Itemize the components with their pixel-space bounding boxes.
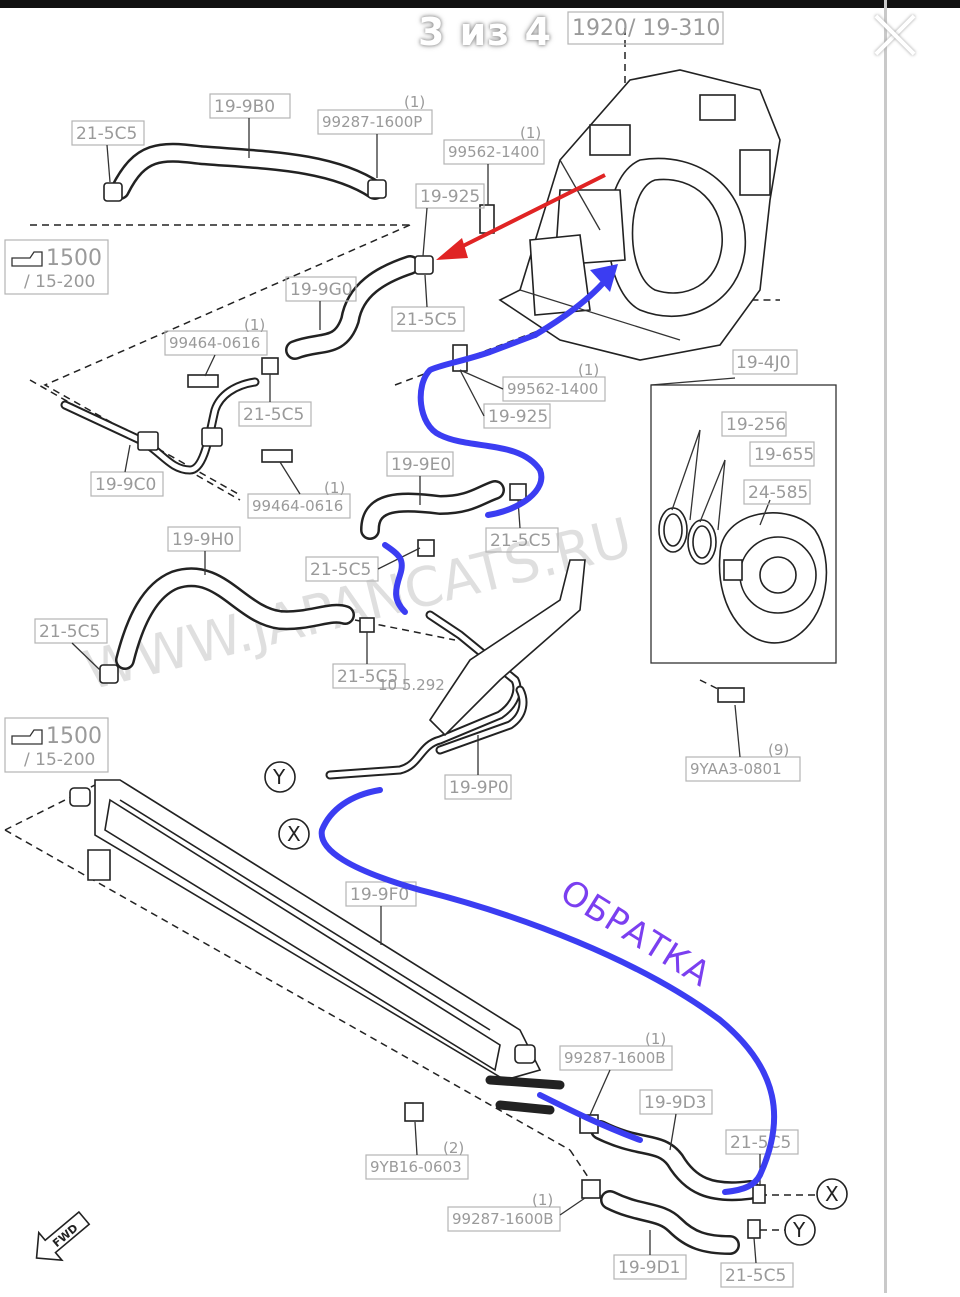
label-qty: (1) <box>532 1191 553 1209</box>
close-x-icon[interactable] <box>866 6 924 64</box>
marker-x: X <box>287 822 301 846</box>
label-nut: 9YB16-0603 <box>370 1158 462 1176</box>
label-clamp: 21-5C5 <box>310 560 371 580</box>
hose-19-9h0 <box>99 567 355 684</box>
label-hose-9e0: 19-9E0 <box>391 455 451 475</box>
label-bolt: 9YAA3-0801 <box>690 760 782 778</box>
label-qty: (1) <box>404 93 425 111</box>
page-edge <box>884 0 887 1293</box>
label-hose-9b0: 19-9B0 <box>214 97 275 117</box>
label-bolt: 99287-1600B <box>564 1049 666 1067</box>
label-seal-655: 19-655 <box>754 445 814 465</box>
label-clamp: 21-5C5 <box>490 531 551 551</box>
label-hose-9g0: 19-9G0 <box>290 280 353 300</box>
pipe-bundle-19-9p0 <box>325 559 586 780</box>
hose-19-9d1 <box>600 1190 740 1255</box>
marker-x-circle <box>816 1178 848 1210</box>
return-line <box>318 264 778 1195</box>
label-ref-sub: / 15-200 <box>24 272 95 292</box>
label-filter-4j0: 19-4J0 <box>736 353 790 373</box>
label-cooler-9f0: 19-9F0 <box>350 885 409 905</box>
label-qty: (1) <box>244 316 265 334</box>
label-qty: (1) <box>578 361 599 379</box>
label-qty: (2) <box>443 1139 464 1157</box>
label-pipe-9c0: 19-9C0 <box>95 475 156 495</box>
label-hose-9d3: 19-9D3 <box>644 1093 707 1113</box>
hose-19-9b0 <box>103 142 387 202</box>
label-hose-9h0: 19-9H0 <box>172 530 234 550</box>
label-qty: (9) <box>768 741 789 759</box>
label-pipe-9p0: 19-9P0 <box>449 778 509 798</box>
marker-y-circle <box>784 1214 816 1246</box>
marker-y-circle <box>264 761 296 793</box>
filter-detail-box <box>650 377 837 664</box>
label-bolt: 99562-1400 <box>448 143 539 161</box>
hose-19-9e0 <box>360 480 505 540</box>
label-clamp: 21-5C5 <box>396 310 457 330</box>
label-hose-9d1: 19-9D1 <box>618 1258 681 1278</box>
label-qty: (1) <box>520 124 541 142</box>
label-top-ref: 1920/ 19-310 <box>572 16 720 41</box>
part-labels: 1920/ 19-310 19-9B0 21-5C5 99287-1600P (… <box>24 16 814 1286</box>
connection-markers: Y X X Y <box>264 761 848 1246</box>
label-ref-1500: 1500 <box>46 724 102 749</box>
label-bolt: 99464-0616 <box>252 497 343 515</box>
hose-19-9d3 <box>590 1120 760 1202</box>
marker-y: Y <box>792 1218 806 1242</box>
pipe-19-9c0 <box>60 377 260 475</box>
label-bolt: 99287-1600P <box>322 113 422 131</box>
label-ref-1500: 1500 <box>46 246 102 271</box>
label-bolt: 99562-1400 <box>507 380 598 398</box>
label-pipe-925: 19-925 <box>420 187 480 207</box>
label-clamp: 21-5C5 <box>76 124 137 144</box>
transmission-housing <box>498 69 781 361</box>
boundary-line <box>43 224 411 496</box>
image-counter: 3 из 4 <box>418 10 553 54</box>
marker-x-circle <box>278 818 310 850</box>
label-qty: (1) <box>324 479 345 497</box>
reference-hand-icon <box>11 251 43 745</box>
fasteners <box>187 204 766 1239</box>
marker-y: Y <box>272 765 286 789</box>
label-qty: (1) <box>645 1030 666 1048</box>
label-clamp: 21-5C5 <box>243 405 304 425</box>
red-arrow-icon <box>436 173 606 260</box>
return-annotation: ОБРАТКА <box>553 872 718 995</box>
boundary-line <box>4 779 106 831</box>
label-pipe-925: 19-925 <box>488 407 548 427</box>
label-seal-256: 19-256 <box>726 415 786 435</box>
label-boxes <box>4 11 815 1288</box>
label-clamp: 21-5C5 <box>725 1266 786 1286</box>
label-clamp: 21-5C5 <box>730 1133 791 1153</box>
label-ref-sub: / 15-200 <box>24 750 95 770</box>
label-bolt: 99287-1600B <box>452 1210 554 1228</box>
boundary-line <box>4 829 571 1151</box>
label-clamp: 21-5C5 <box>39 622 100 642</box>
label-bolt: 99464-0616 <box>169 334 260 352</box>
top-bar <box>0 0 960 8</box>
marker-x: X <box>825 1182 839 1206</box>
label-clamp: 21-5C5 <box>337 667 398 687</box>
label-partial-number: 10 5.292 <box>378 676 445 694</box>
label-cover-585: 24-585 <box>748 483 808 503</box>
fwd-arrow-icon: FWD <box>35 1210 91 1262</box>
cooler-19-9f0 <box>69 779 565 1115</box>
hose-19-9g0 <box>285 255 434 360</box>
